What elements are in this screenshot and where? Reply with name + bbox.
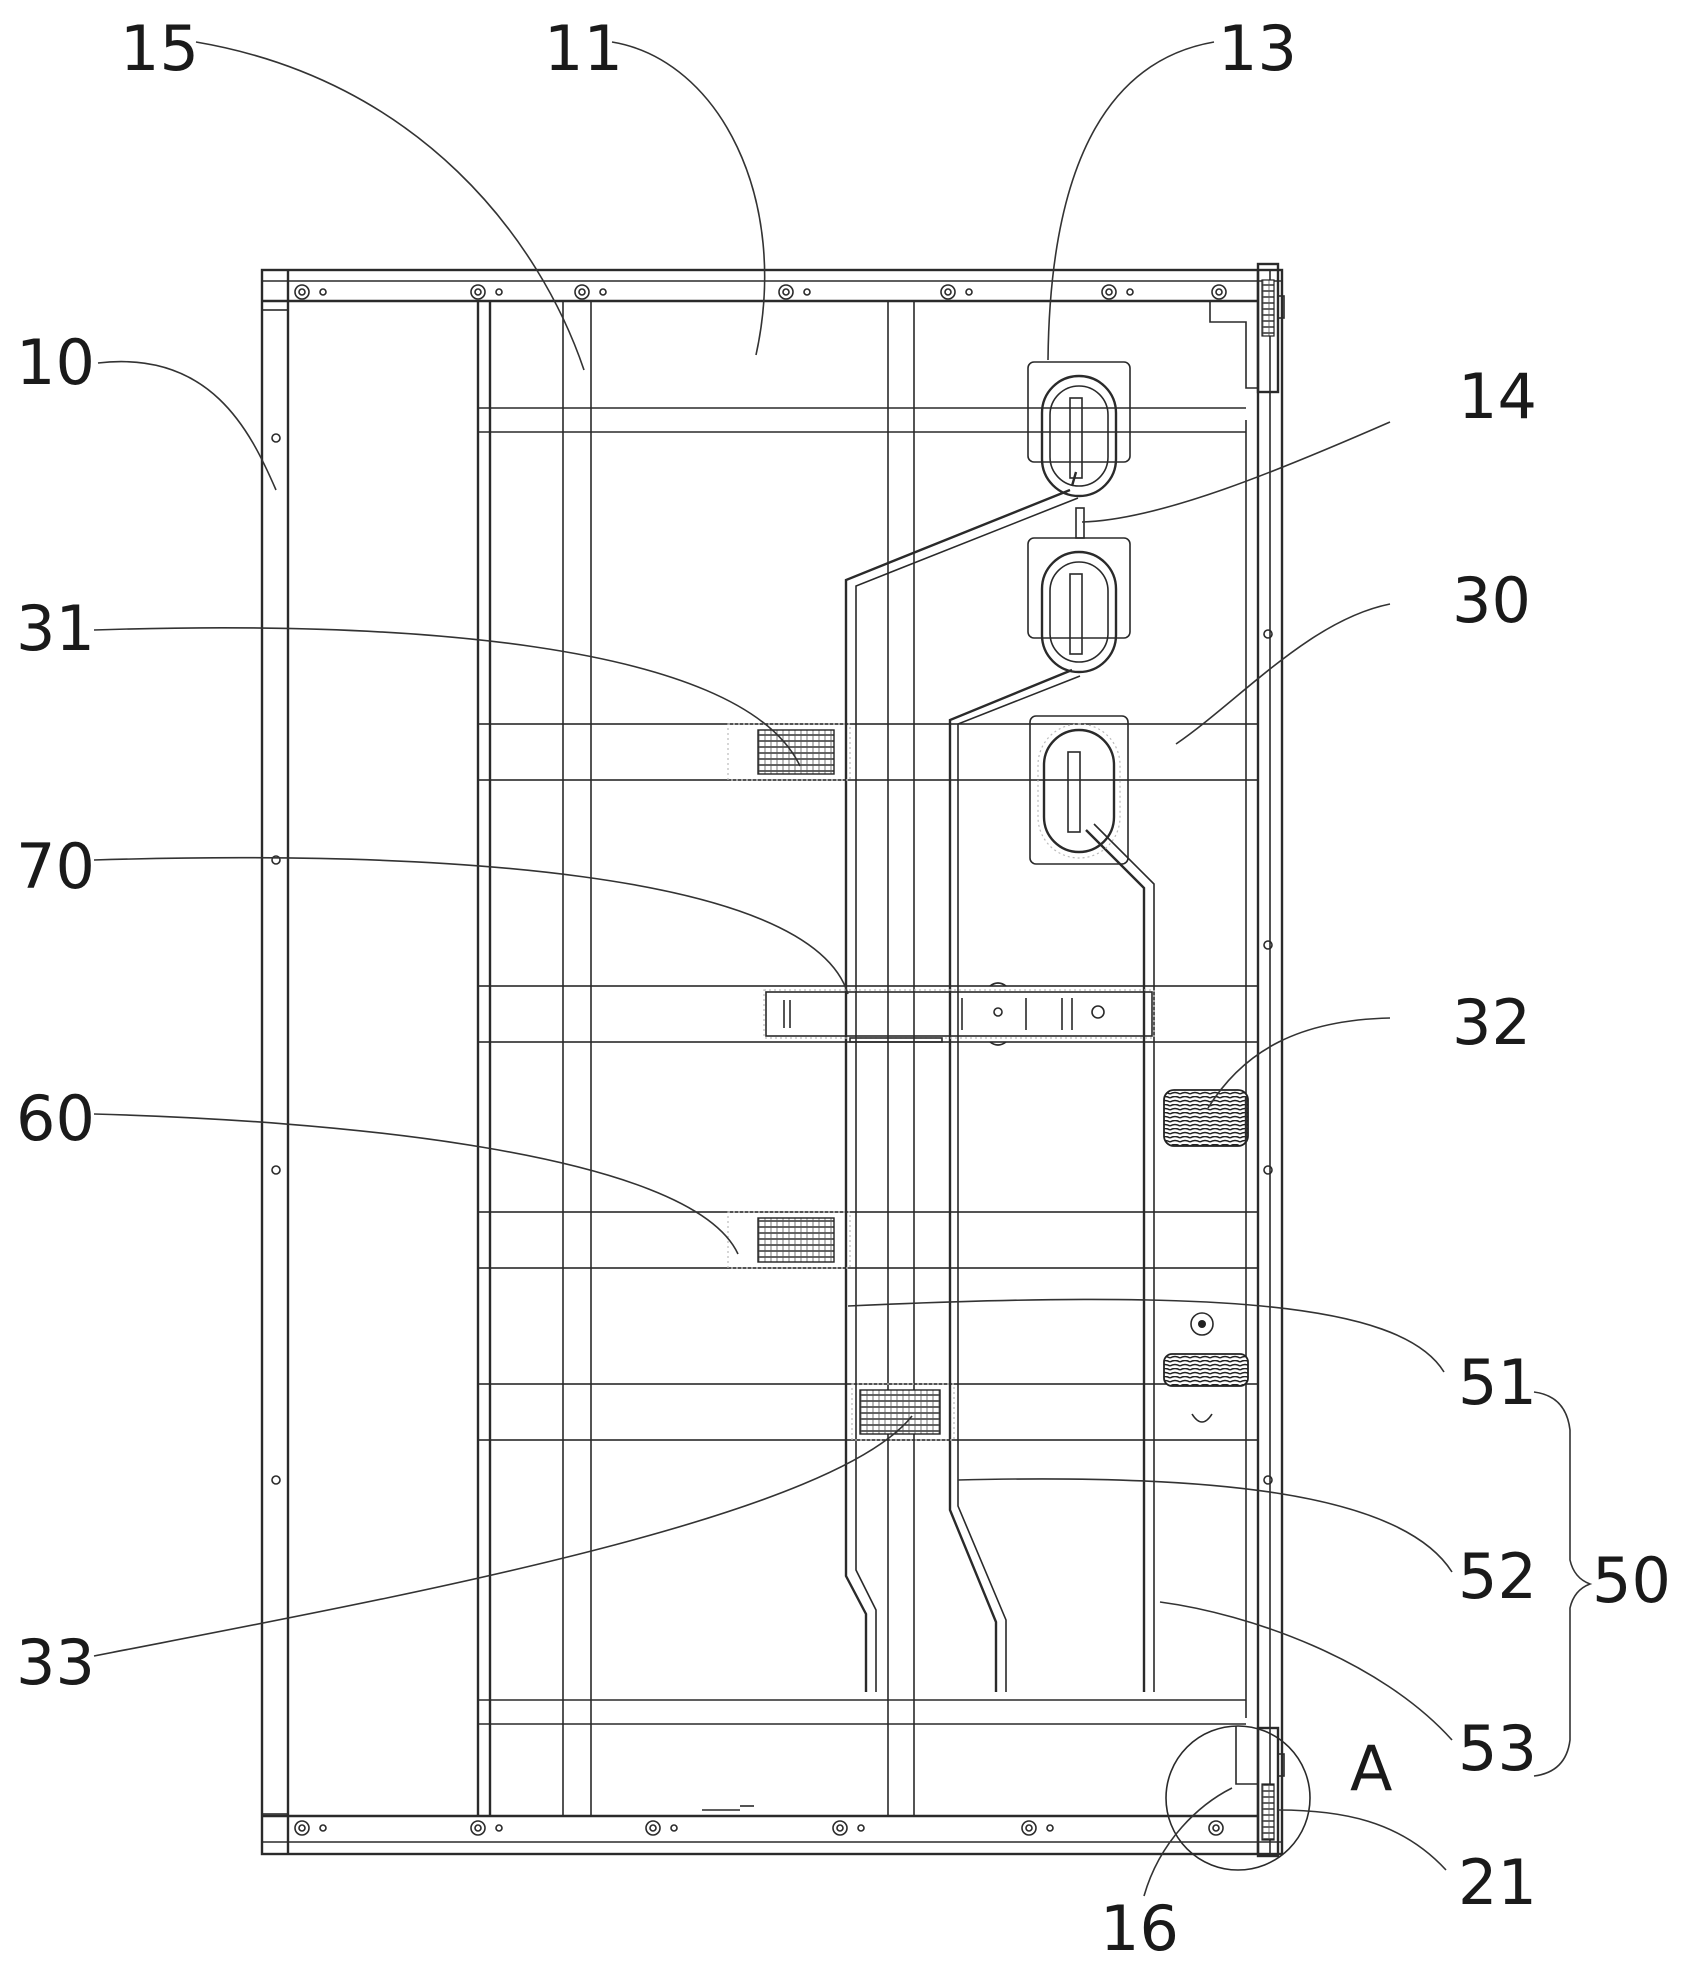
detail-circle-a <box>1166 1726 1310 1870</box>
cross-straps <box>478 724 1258 1440</box>
clamp-31 <box>728 724 850 780</box>
label-14: 14 <box>1458 360 1537 433</box>
label-15: 15 <box>120 12 199 85</box>
label-13: 13 <box>1218 12 1297 85</box>
label-70: 70 <box>16 830 95 903</box>
terminal-13-top <box>1028 362 1130 496</box>
label-60: 60 <box>16 1082 95 1155</box>
side-holes <box>272 434 1272 1484</box>
spring-32-upper <box>1164 1090 1248 1146</box>
bracket-16 <box>1236 1726 1258 1784</box>
reference-labels: 15 11 13 10 14 31 30 70 32 60 51 52 50 3… <box>16 12 1671 1965</box>
inner-frame <box>478 301 1258 1816</box>
terminal-13-mid <box>1028 538 1130 672</box>
label-11: 11 <box>544 12 623 85</box>
clamp-33 <box>852 1384 954 1440</box>
label-32: 32 <box>1452 986 1531 1059</box>
label-A: A <box>1350 1732 1392 1805</box>
bottom-bolts <box>295 1821 1223 1835</box>
fastener-21-top <box>1258 264 1284 392</box>
label-21: 21 <box>1458 1846 1537 1919</box>
wire-51 <box>846 490 1078 1692</box>
label-50: 50 <box>1592 1544 1671 1617</box>
connector-14 <box>1076 508 1084 538</box>
spring-32-lower <box>1164 1313 1248 1422</box>
top-bolts <box>295 285 1226 299</box>
wire-52 <box>950 670 1080 1692</box>
label-51: 51 <box>1458 1346 1537 1419</box>
outer-frame <box>262 270 1282 1854</box>
label-30: 30 <box>1452 564 1531 637</box>
label-16: 16 <box>1100 1892 1179 1965</box>
label-31: 31 <box>16 592 95 665</box>
clamp-60 <box>728 1212 850 1268</box>
fastener-21-bottom <box>1258 1728 1284 1856</box>
terminal-13-low <box>1030 716 1128 864</box>
label-33: 33 <box>16 1626 95 1699</box>
label-52: 52 <box>1458 1540 1537 1613</box>
leader-lines <box>94 42 1590 1896</box>
wire-53 <box>1086 824 1154 1692</box>
bracket-70 <box>764 983 1154 1045</box>
label-53: 53 <box>1458 1712 1537 1785</box>
label-10: 10 <box>16 326 95 399</box>
small-marks <box>702 1806 754 1810</box>
